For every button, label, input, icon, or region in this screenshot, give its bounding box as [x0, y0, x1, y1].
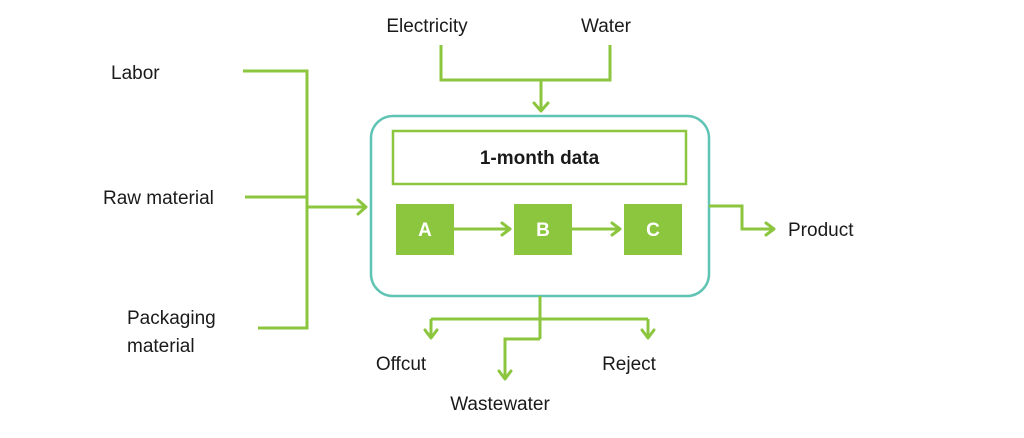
step-c-box: [624, 204, 682, 255]
step-a-box: [396, 204, 454, 255]
step-b-box: [514, 204, 572, 255]
input-label-packaging-line2: material: [127, 336, 195, 357]
input-label-raw-material: Raw material: [103, 188, 214, 209]
arrowhead-left: [356, 198, 368, 216]
step-c-label: C: [646, 220, 660, 241]
arrowhead-wastewater: [497, 369, 513, 381]
output-label-offcut: Offcut: [376, 354, 427, 375]
arrowhead-offcut: [423, 328, 439, 340]
step-b-label: B: [536, 220, 550, 241]
data-period-box: [391, 129, 688, 186]
input-label-electricity: Electricity: [386, 16, 468, 37]
connector-water: [541, 45, 612, 82]
arrowhead-top: [532, 101, 550, 113]
input-label-labor: Labor: [111, 63, 160, 84]
data-period-title: 1-month data: [480, 148, 600, 169]
input-label-packaging-line1: Packaging: [127, 308, 216, 329]
arrowhead-a-to-b: [500, 221, 512, 237]
output-label-product: Product: [788, 220, 854, 241]
output-label-wastewater: Wastewater: [450, 394, 550, 415]
connector-product: [709, 204, 772, 231]
connector-labor: [243, 69, 309, 330]
output-label-reject: Reject: [602, 354, 657, 375]
step-a-label: A: [418, 220, 432, 241]
arrowhead-reject: [640, 328, 656, 340]
connector-electricity: [439, 45, 541, 82]
connector-wastewater: [503, 337, 540, 377]
arrowhead-product: [764, 221, 776, 237]
arrowhead-b-to-c: [610, 221, 622, 237]
input-label-water: Water: [581, 16, 632, 37]
